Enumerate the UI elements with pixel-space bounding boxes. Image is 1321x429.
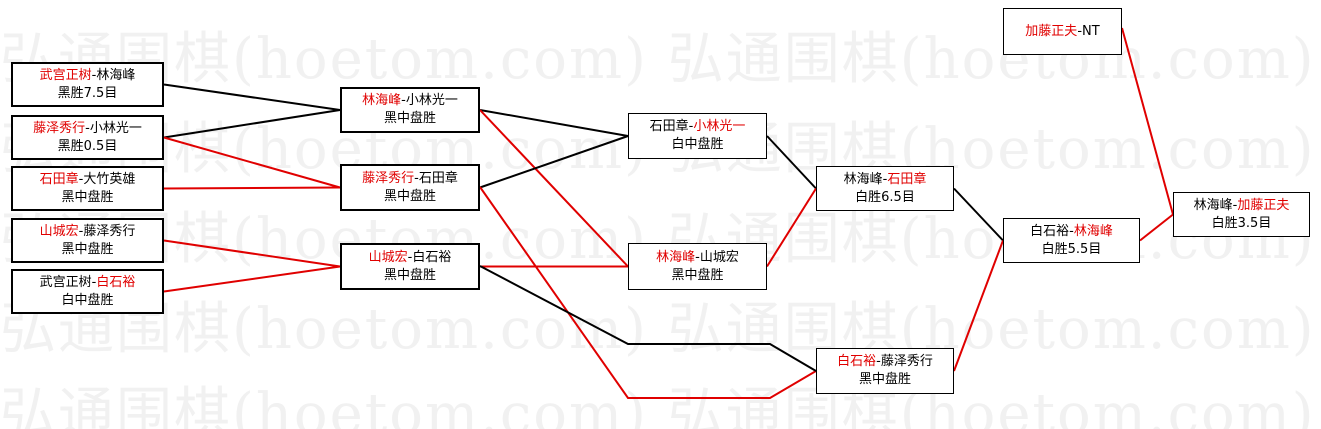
game-box: 武宫正树-白石裕 白中盘胜 (11, 269, 164, 314)
game-result: 黑中盘胜 (671, 267, 724, 283)
player-one: 白石裕 (837, 354, 877, 369)
player-two: 大竹英雄 (83, 171, 136, 187)
player-one: 林海峰 (843, 171, 883, 187)
game-result: 黑中盘胜 (383, 188, 436, 204)
game-result: 黑中盘胜 (61, 189, 114, 205)
player-one: 林海峰 (656, 249, 696, 265)
player-one: 加藤正夫 (1025, 23, 1078, 39)
player-two: 藤泽秀行 (880, 354, 933, 369)
bracket-connector (479, 186, 817, 399)
player-one: 白石裕 (1030, 223, 1070, 239)
player-two: 石田章 (887, 171, 927, 187)
bracket-connector (953, 187, 1004, 242)
bracket-connector (163, 83, 341, 111)
player-two: 加藤正夫 (1237, 197, 1290, 213)
bracket-connector (953, 240, 1004, 372)
player-two: 白石裕 (412, 249, 452, 265)
player-two: NT (1082, 23, 1100, 39)
game-box: 武宫正树-林海峰 黑胜7.5目 (11, 62, 164, 107)
game-result: 黑中盘胜 (858, 372, 911, 387)
player-one: 石田章 (649, 119, 689, 134)
bracket-connector (479, 265, 817, 372)
bracket-connector (163, 239, 341, 268)
player-two: 藤泽秀行 (83, 223, 136, 239)
player-one: 藤泽秀行 (33, 120, 86, 136)
game-box: 藤泽秀行-石田章 黑中盘胜 (340, 164, 480, 211)
game-box: 藤泽秀行-小林光一 黑胜0.5目 (11, 115, 164, 160)
bracket-connector (163, 186, 341, 190)
player-one: 石田章 (39, 171, 79, 187)
bracket-connector (1121, 27, 1174, 215)
game-result: 黑胜7.5目 (57, 85, 118, 101)
player-one: 武宫正树 (39, 274, 92, 290)
game-box: 白石裕-林海峰 白胜5.5目 (1003, 218, 1140, 263)
game-result: 黑中盘胜 (61, 241, 114, 257)
game-box: 石田章-大竹英雄 黑中盘胜 (11, 166, 164, 211)
game-box: 石田章-小林光一 白中盘胜 (628, 113, 767, 159)
player-one: 林海峰 (362, 93, 402, 108)
player-two: 小林光一 (693, 119, 746, 134)
game-box: 白石裕-藤泽秀行 黑中盘胜 (816, 348, 954, 394)
bracket-connector (479, 135, 629, 189)
player-one: 武宫正树 (39, 67, 92, 83)
game-result: 黑胜0.5目 (57, 138, 118, 154)
bracket-connector (479, 109, 629, 268)
game-box: 山城宏-白石裕 黑中盘胜 (340, 243, 480, 290)
player-one: 藤泽秀行 (362, 170, 415, 186)
player-two: 山城宏 (699, 249, 739, 265)
game-result: 白中盘胜 (671, 137, 724, 152)
bracket-connector (163, 109, 341, 139)
player-two: 小林光一 (89, 120, 142, 136)
player-one: 山城宏 (368, 249, 408, 265)
game-box: 林海峰-小林光一 黑中盘胜 (340, 87, 480, 133)
player-one: 山城宏 (39, 223, 79, 239)
game-result: 白胜6.5目 (855, 189, 915, 205)
player-two: 白石裕 (96, 274, 136, 290)
bracket-connector (1139, 213, 1174, 242)
game-result: 白中盘胜 (61, 292, 114, 308)
bracket-connector (766, 135, 817, 190)
game-box: 林海峰-山城宏 黑中盘胜 (628, 243, 767, 290)
bracket-connector (163, 136, 341, 189)
watermark: 弘通围棋(hoetom.com) 弘通围棋(hoetom.com) (0, 297, 1316, 362)
player-two: 林海峰 (1073, 223, 1113, 239)
game-box: 林海峰-石田章 白胜6.5目 (816, 166, 954, 211)
player-two: 林海峰 (96, 67, 136, 83)
game-result: 白胜3.5目 (1211, 215, 1272, 231)
game-box: 林海峰-加藤正夫 白胜3.5目 (1173, 192, 1310, 237)
watermark: 弘通围棋(hoetom.com) 弘通围棋(hoetom.com) (0, 382, 1316, 429)
bracket-connector (766, 187, 817, 268)
game-box: 山城宏-藤泽秀行 黑中盘胜 (11, 218, 164, 263)
bracket-connector (479, 109, 629, 137)
player-two: 小林光一 (405, 93, 458, 108)
bracket-connector (163, 265, 341, 293)
player-two: 石田章 (418, 170, 458, 186)
game-result: 黑中盘胜 (383, 111, 436, 126)
player-one: 林海峰 (1193, 197, 1233, 213)
game-result: 白胜5.5目 (1041, 241, 1102, 257)
game-result: 黑中盘胜 (383, 267, 436, 283)
seed-box: 加藤正夫-NT (1003, 8, 1122, 55)
